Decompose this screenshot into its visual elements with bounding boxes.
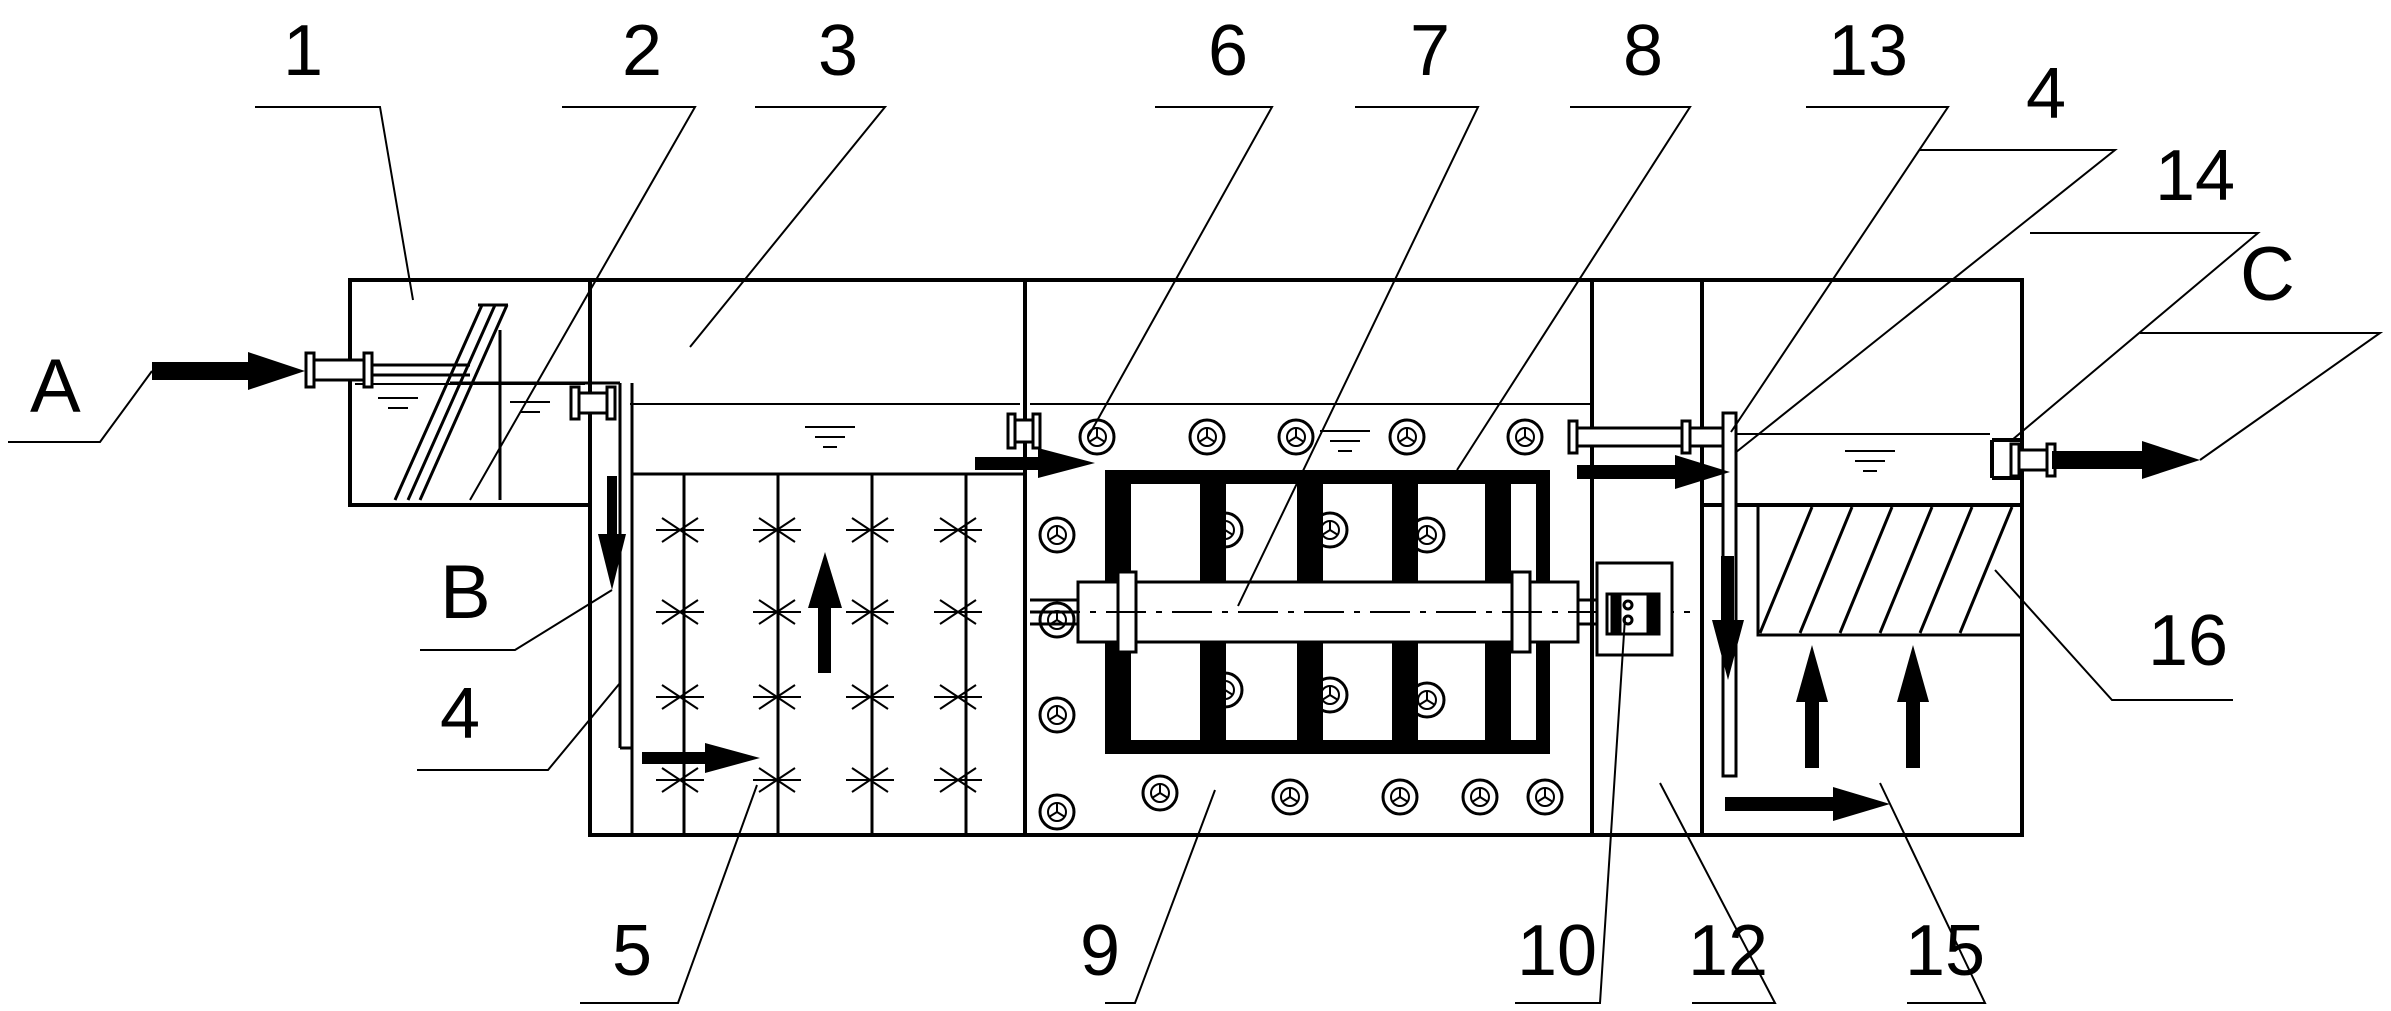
- transfer-pipe-3: [450, 381, 620, 421]
- flow-letter-labels: A B C: [30, 232, 2295, 635]
- label-outlet-c: C: [2240, 232, 2295, 317]
- leader-lines: [8, 106, 2384, 1004]
- label-inlet-a: A: [30, 344, 81, 429]
- label-6: 6: [1208, 11, 1248, 91]
- settling-plates: [1756, 503, 2024, 637]
- label-14: 14: [2155, 136, 2235, 216]
- bar-screen: [393, 303, 509, 501]
- label-bypass-b: B: [440, 550, 491, 635]
- inlet-pipe: [304, 351, 470, 389]
- screen-tank: [348, 278, 592, 507]
- drive-motor: [1595, 561, 1674, 657]
- label-15: 15: [1905, 911, 1985, 991]
- label-8: 8: [1623, 11, 1663, 91]
- label-7: 7: [1410, 11, 1450, 91]
- label-16: 16: [2148, 601, 2228, 681]
- transfer-pipe-6: [1006, 412, 1042, 450]
- label-13: 13: [1828, 11, 1908, 91]
- outlet-pipe: [2009, 442, 2057, 478]
- label-1: 1: [283, 11, 323, 91]
- label-4-top: 4: [2026, 54, 2066, 134]
- baffle-left: [618, 383, 634, 750]
- label-4-left: 4: [440, 674, 480, 754]
- label-2: 2: [622, 11, 662, 91]
- label-10: 10: [1517, 911, 1597, 991]
- part-labels: 1 2 3 6 7 8 13 4 14 4 5 9 10 12 15 16: [283, 11, 2235, 991]
- shaft: [1030, 570, 1690, 654]
- flow-arrows: [152, 352, 2200, 821]
- label-5: 5: [612, 911, 652, 991]
- overflow-pipe: [1567, 419, 1727, 455]
- label-3: 3: [818, 11, 858, 91]
- label-9: 9: [1080, 911, 1120, 991]
- label-12: 12: [1688, 911, 1768, 991]
